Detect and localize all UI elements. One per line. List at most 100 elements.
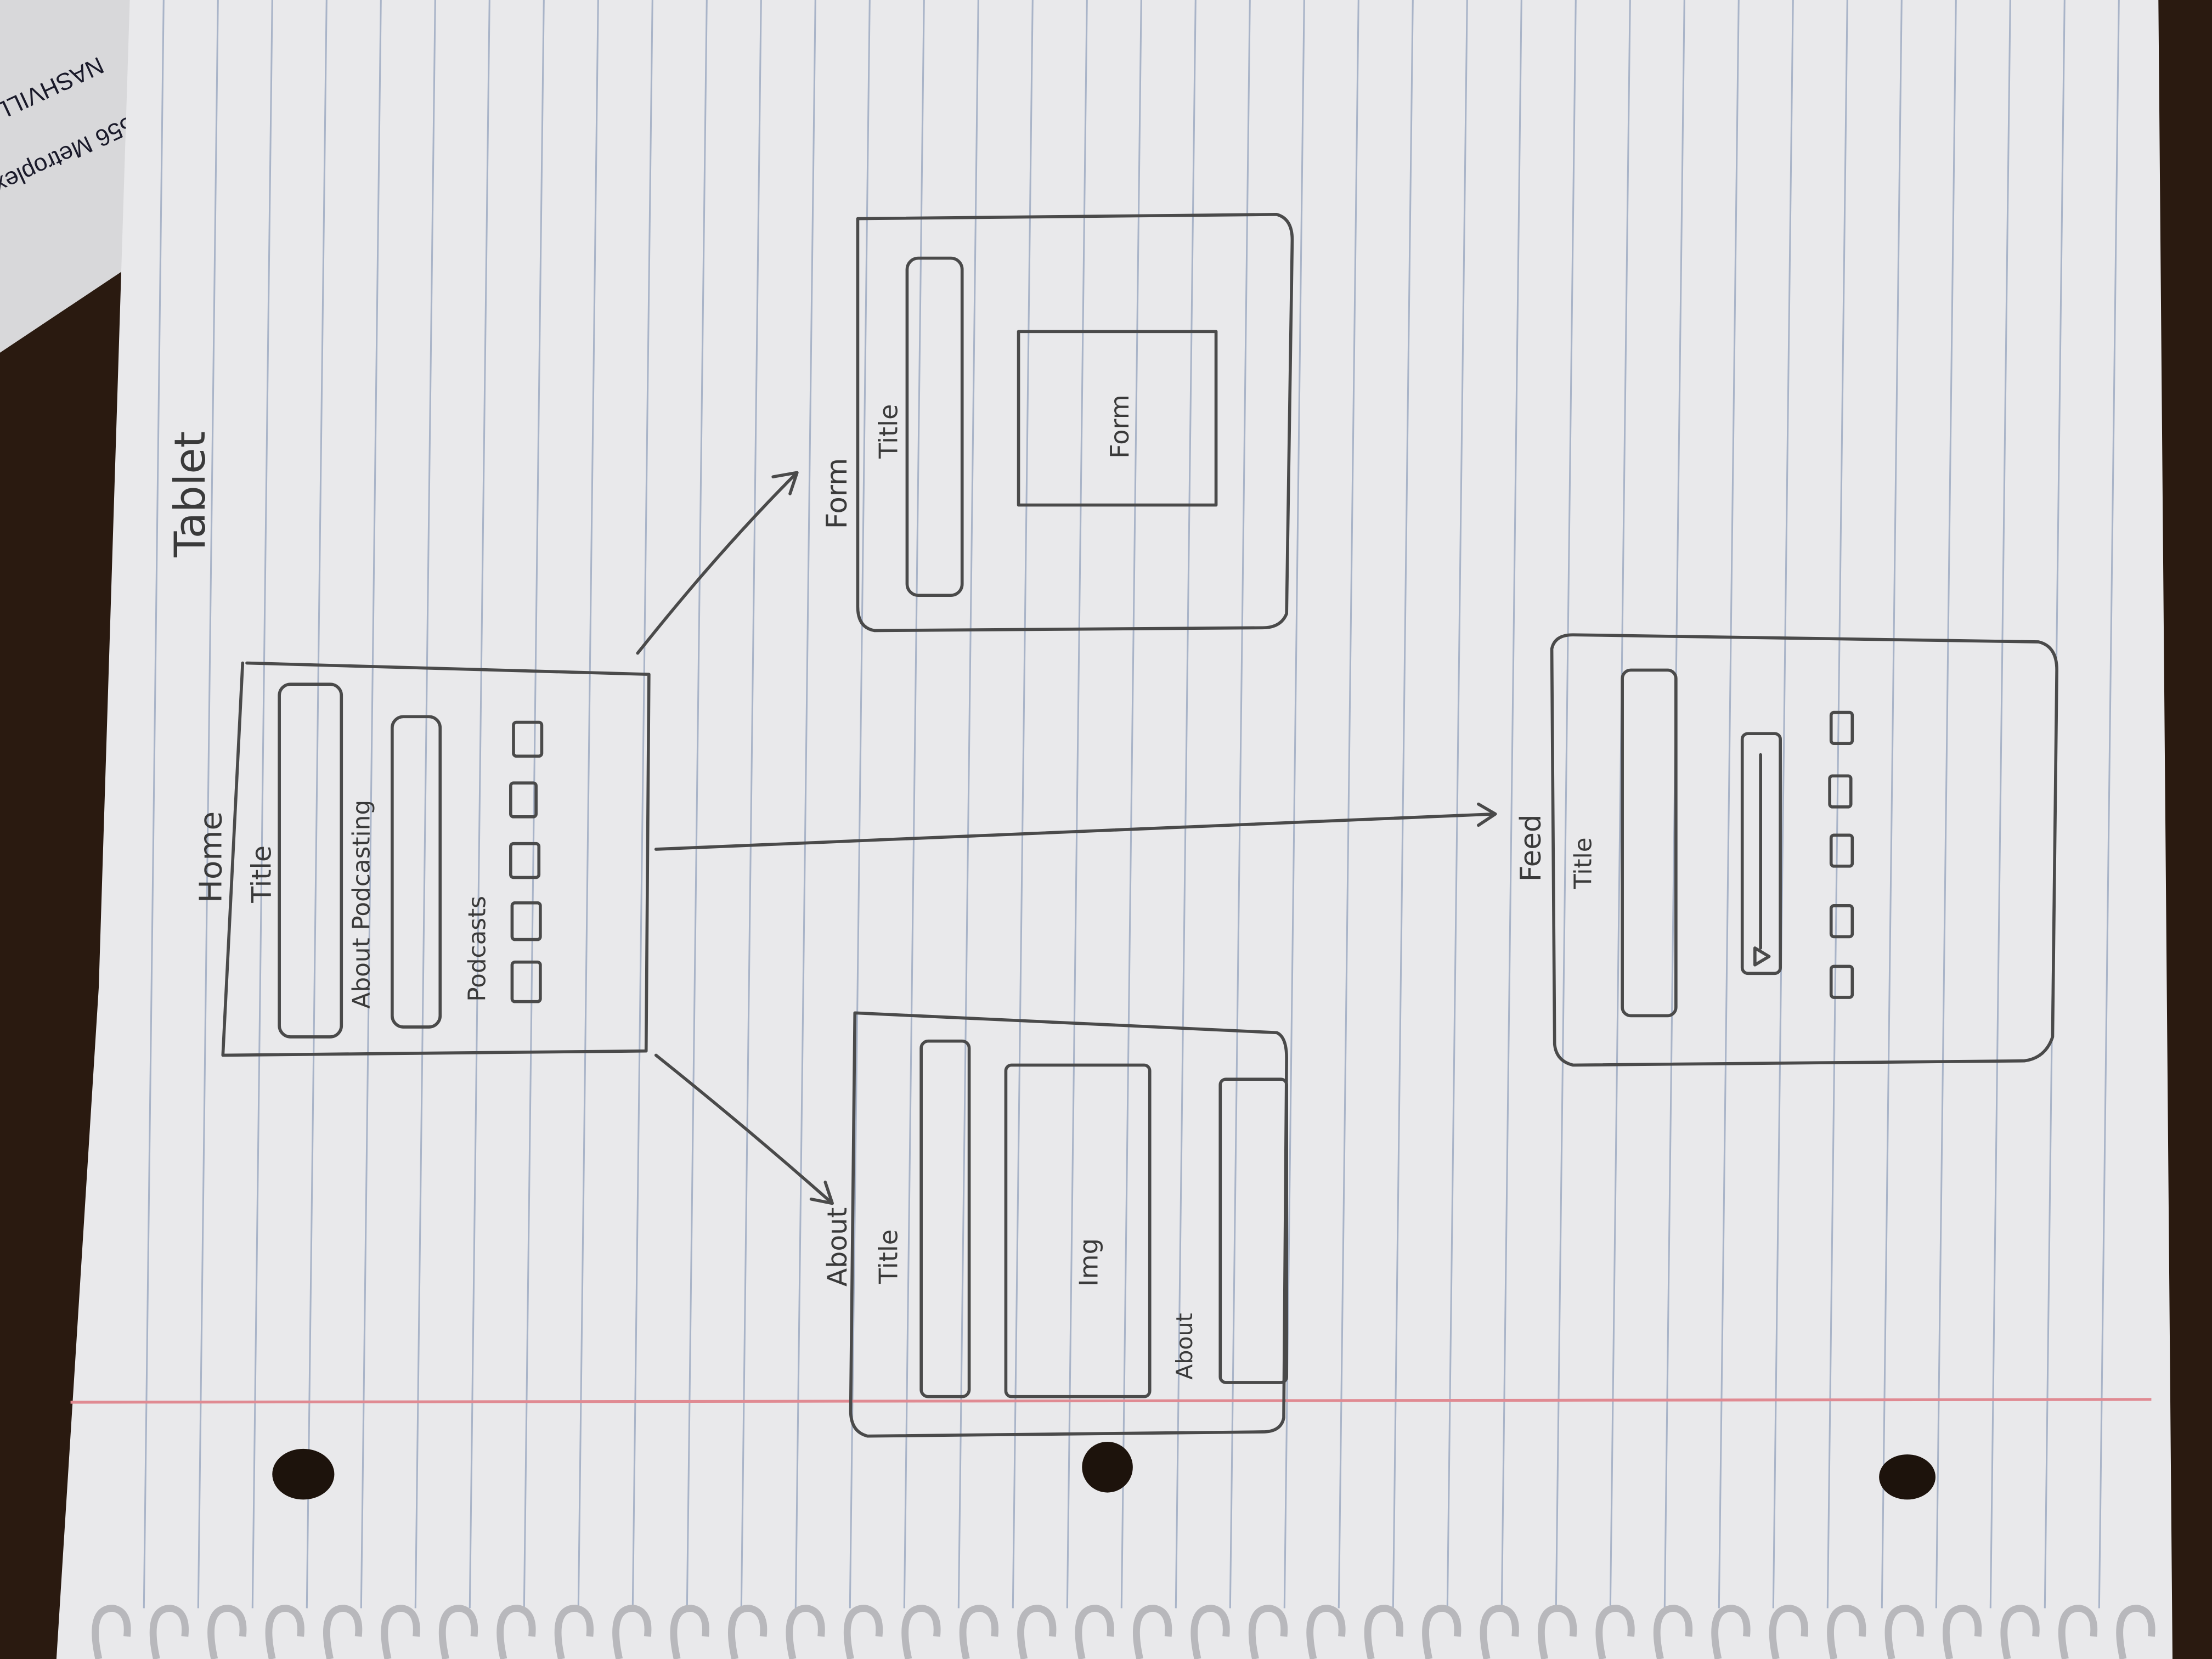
ruled-line bbox=[957, 0, 979, 1609]
spiral-coil bbox=[1306, 1604, 1346, 1659]
ruled-line bbox=[903, 0, 925, 1609]
spiral-coil bbox=[323, 1604, 363, 1659]
arrow-home-to-about bbox=[654, 1053, 834, 1205]
spiral-coil bbox=[265, 1604, 304, 1659]
ruled-line bbox=[1826, 0, 1848, 1609]
ruled-line bbox=[1120, 0, 1142, 1609]
spiral-coil bbox=[1017, 1604, 1057, 1659]
ruled-line bbox=[1229, 0, 1251, 1609]
about-wireframe: About Title Img About bbox=[822, 1011, 1288, 1438]
about-label: About bbox=[822, 1207, 853, 1286]
ruled-line bbox=[1175, 0, 1197, 1609]
spiral-coil bbox=[1190, 1604, 1230, 1659]
about-img-label: Img bbox=[1074, 1238, 1104, 1286]
about-title-bar bbox=[919, 1039, 971, 1398]
about-title-label: Title bbox=[873, 1229, 903, 1284]
spiral-coil bbox=[92, 1604, 131, 1659]
spiral-coil bbox=[1769, 1604, 1808, 1659]
feed-label: Feed bbox=[1515, 814, 1548, 882]
ruled-line bbox=[197, 0, 219, 1609]
ruled-line bbox=[1338, 0, 1359, 1609]
spiral-coil bbox=[670, 1604, 709, 1659]
ruled-line bbox=[360, 0, 382, 1609]
ruled-line bbox=[1772, 0, 1794, 1609]
spiral-coil bbox=[1480, 1604, 1519, 1659]
spiral-coil bbox=[2116, 1604, 2155, 1659]
spiral-coil bbox=[496, 1604, 536, 1659]
ruled-line bbox=[740, 0, 762, 1609]
spiral-coil bbox=[786, 1604, 825, 1659]
ruled-line bbox=[849, 0, 871, 1609]
ruled-line bbox=[523, 0, 545, 1609]
arrow-home-to-feed bbox=[654, 802, 1497, 851]
spiral-coil bbox=[1075, 1604, 1114, 1659]
home-wireframe: Home Title About Podcasting Podcasts bbox=[193, 661, 651, 1057]
spiral-coil bbox=[1943, 1604, 1982, 1659]
feed-wireframe: Feed Title bbox=[1515, 633, 2058, 1067]
ruled-line bbox=[1555, 0, 1577, 1609]
spiral-coil bbox=[2058, 1604, 2098, 1659]
home-about-box bbox=[391, 715, 442, 1029]
ruled-line bbox=[251, 0, 273, 1609]
form-title-label: Title bbox=[873, 404, 903, 459]
spiral-coil bbox=[1827, 1604, 1866, 1659]
about-text-box bbox=[1218, 1077, 1288, 1384]
flow-arrows bbox=[636, 471, 1497, 1205]
ruled-line bbox=[577, 0, 599, 1609]
ruled-line bbox=[414, 0, 436, 1609]
ruled-line bbox=[143, 0, 165, 1609]
ruled-line bbox=[2098, 0, 2120, 1609]
ruled-line bbox=[1989, 0, 2011, 1609]
ruled-line bbox=[1446, 0, 1468, 1609]
form-title-bar bbox=[905, 256, 964, 597]
spiral-coil bbox=[1538, 1604, 1577, 1659]
spiral-coil bbox=[1133, 1604, 1172, 1659]
form-wireframe: Form Title Form bbox=[821, 213, 1294, 633]
ruled-line bbox=[1935, 0, 1957, 1609]
form-box-label: Form bbox=[1105, 394, 1135, 459]
spiral-coil bbox=[1711, 1604, 1751, 1659]
ruled-line bbox=[1012, 0, 1034, 1609]
ruled-line bbox=[1609, 0, 1631, 1609]
ruled-line bbox=[469, 0, 490, 1609]
home-about-label: About Podcasting bbox=[348, 800, 376, 1009]
spiral-coil bbox=[1595, 1604, 1635, 1659]
envelope: 556 Metroplex NASHVILL bbox=[0, 0, 139, 353]
spiral-coil bbox=[901, 1604, 941, 1659]
ruled-line bbox=[794, 0, 816, 1609]
play-icon bbox=[1753, 946, 1771, 967]
margin-line bbox=[70, 1398, 2152, 1404]
ruled-line bbox=[1066, 0, 1088, 1609]
home-podcast-tiles bbox=[509, 720, 544, 1003]
spiral-coil bbox=[612, 1604, 652, 1659]
spiral-coil bbox=[1422, 1604, 1462, 1659]
spiral-coil bbox=[1248, 1604, 1288, 1659]
spiral-coil bbox=[207, 1604, 247, 1659]
home-podcasts-label: Podcasts bbox=[464, 896, 492, 1002]
home-title-bar bbox=[278, 682, 343, 1039]
spiral-coil bbox=[843, 1604, 883, 1659]
ruled-line bbox=[306, 0, 328, 1609]
ruled-line bbox=[686, 0, 708, 1609]
home-title-label: Title bbox=[246, 845, 278, 904]
spiral-coil bbox=[381, 1604, 420, 1659]
spiral-coil bbox=[1364, 1604, 1403, 1659]
spiral-binding bbox=[92, 1604, 2155, 1659]
spiral-coil bbox=[2000, 1604, 2040, 1659]
ruled-line bbox=[631, 0, 653, 1609]
ruled-line bbox=[1392, 0, 1414, 1609]
about-img-box bbox=[1004, 1063, 1152, 1398]
spiral-coil bbox=[1884, 1604, 1924, 1659]
ruled-lines bbox=[143, 0, 2120, 1609]
feed-title-bar bbox=[1621, 668, 1678, 1018]
spiral-coil bbox=[554, 1604, 594, 1659]
form-box bbox=[1017, 330, 1218, 507]
feed-title-label: Title bbox=[1570, 837, 1598, 889]
spiral-coil bbox=[959, 1604, 998, 1659]
spiral-coil bbox=[728, 1604, 768, 1659]
home-label: Home bbox=[193, 811, 229, 903]
ruled-line bbox=[1718, 0, 1740, 1609]
spiral-coil bbox=[1653, 1604, 1693, 1659]
sheet-title: Tablet bbox=[166, 431, 215, 558]
